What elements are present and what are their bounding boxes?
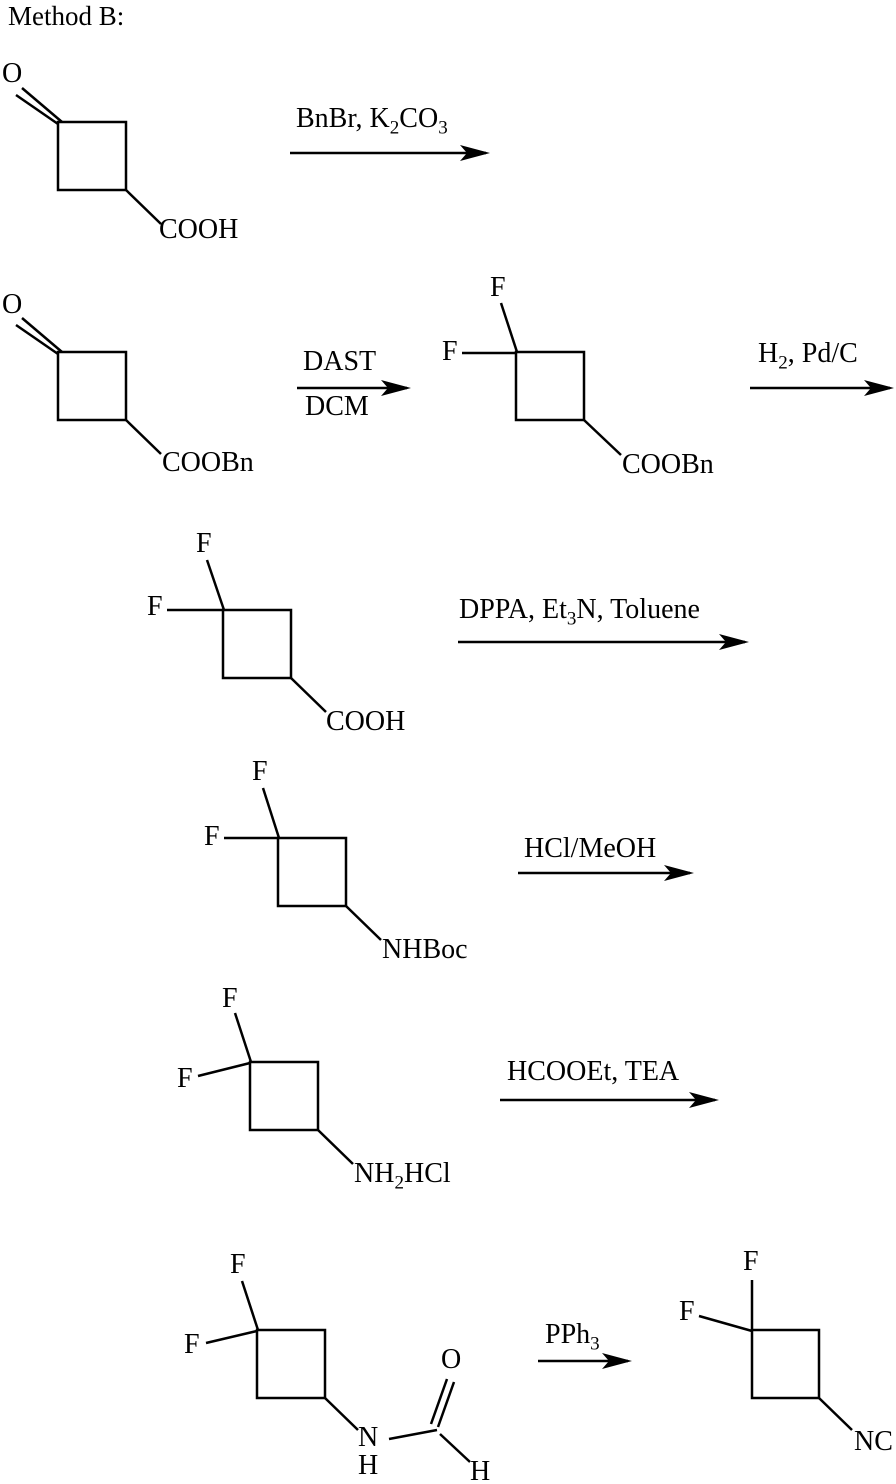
atom-label-fluorine-6a: F bbox=[222, 983, 238, 1014]
group-label-coobn-1: COOBn bbox=[162, 447, 254, 478]
reagent-label-step-4: DPPA, Et3N, Toluene bbox=[459, 594, 700, 630]
atom-label-fluorine-8a: F bbox=[743, 1246, 759, 1277]
atom-label-fluorine-4a: F bbox=[196, 528, 212, 559]
atom-label-oxygen-7: O bbox=[441, 1344, 462, 1375]
group-label-cooh-2: COOH bbox=[326, 706, 406, 737]
atom-label-hydrogen-7a: H bbox=[358, 1450, 379, 1481]
structure-2-bonds bbox=[15, 317, 162, 455]
group-label-nh2hcl: NH2HCl bbox=[354, 1158, 451, 1194]
atom-label-fluorine-5a: F bbox=[252, 756, 268, 787]
group-label-nhboc: NHBoc bbox=[382, 934, 468, 965]
structure-3-bonds bbox=[462, 302, 622, 456]
group-label-nc: NC bbox=[854, 1426, 893, 1457]
atom-label-fluorine-3a: F bbox=[490, 272, 506, 303]
reagent-label-step-3: H2, Pd/C bbox=[758, 338, 858, 374]
reagent-label-step-5: HCl/MeOH bbox=[524, 833, 657, 864]
scheme-title: Method B: bbox=[8, 1, 125, 31]
atom-label-oxygen-2: O bbox=[2, 289, 23, 320]
group-label-coobn-2: COOBn bbox=[622, 449, 714, 480]
reagent-label-step-2-below: DCM bbox=[305, 391, 369, 422]
reagent-label-step-1: BnBr, K2CO3 bbox=[296, 103, 448, 139]
atom-label-fluorine-3b: F bbox=[442, 336, 458, 367]
reagent-label-step-7: PPh3 bbox=[545, 1319, 600, 1355]
atom-label-fluorine-7b: F bbox=[184, 1329, 200, 1360]
structure-6-bonds bbox=[197, 1012, 354, 1165]
atom-label-nitrogen-7: N bbox=[358, 1422, 379, 1453]
atom-label-fluorine-5b: F bbox=[204, 821, 220, 852]
structure-5-bonds bbox=[224, 787, 382, 941]
group-label-cooh-1: COOH bbox=[159, 214, 239, 245]
reagent-label-step-6: HCOOEt, TEA bbox=[507, 1056, 680, 1087]
atom-label-fluorine-8b: F bbox=[679, 1296, 695, 1327]
atom-label-fluorine-7a: F bbox=[230, 1249, 246, 1280]
structure-1-bonds bbox=[15, 87, 162, 225]
atom-label-oxygen-1: O bbox=[2, 58, 23, 89]
atom-label-hydrogen-7b: H bbox=[470, 1456, 491, 1484]
structure-4-bonds bbox=[167, 559, 327, 713]
structure-8-bonds bbox=[698, 1280, 853, 1431]
structure-7-bonds bbox=[205, 1280, 471, 1463]
atom-label-fluorine-4b: F bbox=[147, 591, 163, 622]
atom-label-fluorine-6b: F bbox=[177, 1063, 193, 1094]
reagent-label-step-2-above: DAST bbox=[303, 346, 377, 377]
